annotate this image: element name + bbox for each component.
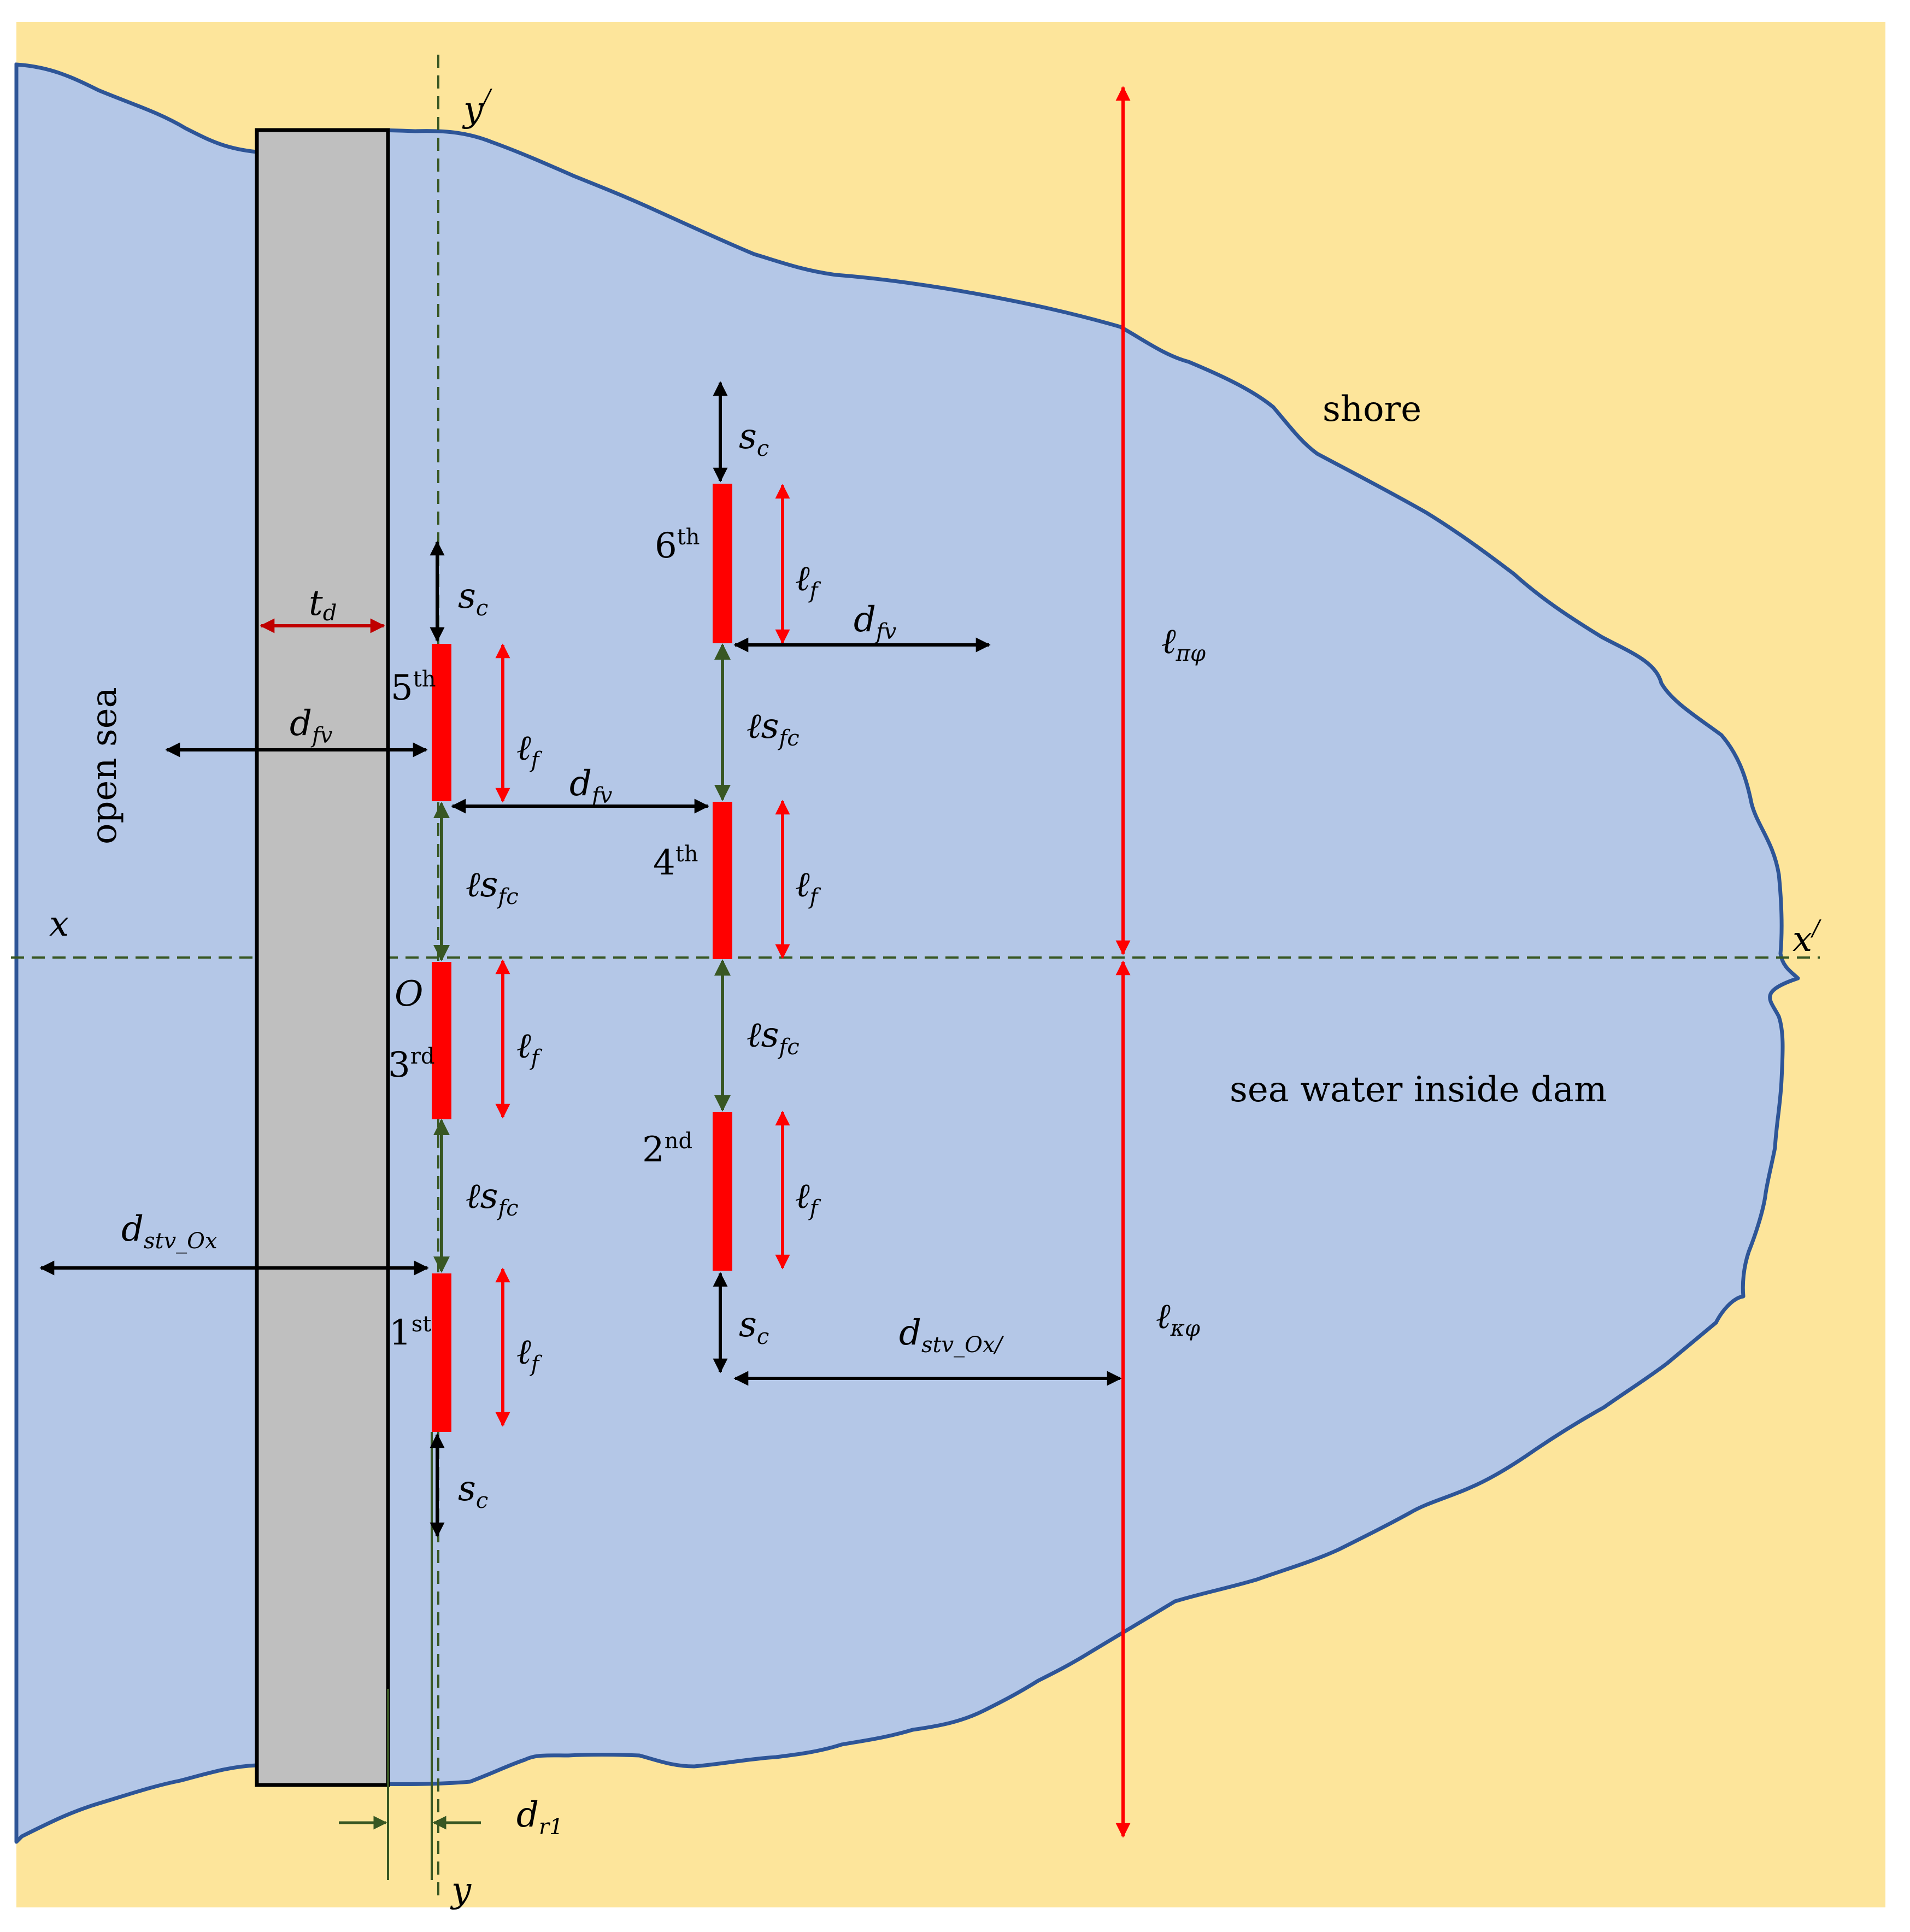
field-3-label: 3rd [388,1044,434,1085]
field-1-label: 1st [389,1312,431,1353]
sc-label-top-col2: sc [739,416,769,461]
axis-y-prime-label: y/ [462,85,492,130]
dfv-label-5-4: dfv [569,764,613,808]
lf-label-1: ℓf [516,1332,543,1377]
field-6 [713,484,732,643]
td-label: td [309,583,337,626]
lsfc-label-4-2: ℓsfc [747,1015,800,1060]
l-kphi-label: ℓκφ [1156,1296,1200,1341]
l-pphi-label: ℓπφ [1161,621,1206,666]
dam [255,128,390,1787]
field-3 [432,962,451,1119]
axis-y-label: y [450,1870,472,1911]
lf-label-5: ℓf [516,728,543,773]
lsfc-label-5-3: ℓsfc [466,865,519,909]
shore-label: shore [1323,389,1421,430]
field-1 [432,1273,451,1432]
sc-label-bottom-col1: sc [458,1469,488,1513]
dfv-label-open-sea: dfv [290,703,333,748]
open-sea-label: open sea [84,687,125,844]
axis-x-label: x [49,904,69,944]
field-5 [432,644,451,801]
dr1-label: dr1 [516,1795,563,1840]
field-6-label: 6th [655,525,700,566]
inside-dam-label: sea water inside dam [1230,1070,1607,1110]
lsfc-label-3-1: ℓsfc [466,1176,519,1221]
field-4-label: 4th [653,842,698,883]
axis-x-prime-label: x/ [1793,916,1821,960]
origin-label: O [395,974,423,1014]
field-2-label: 2nd [642,1129,692,1170]
dfv-label-6: dfv [854,600,897,644]
field-4 [713,802,732,959]
dstv-ox-label: dstv_Ox [121,1209,218,1254]
lf-label-6: ℓf [795,559,821,603]
dstv-oxp-label: dstv_Ox/ [899,1313,1004,1358]
sc-label-bottom-col2: sc [739,1305,769,1349]
sc-label-top-col1: sc [458,576,488,621]
lsfc-label-6-4: ℓsfc [747,706,800,751]
field-5-label: 5th [391,667,436,708]
water-region-main [14,62,1800,1844]
field-2 [713,1112,732,1271]
